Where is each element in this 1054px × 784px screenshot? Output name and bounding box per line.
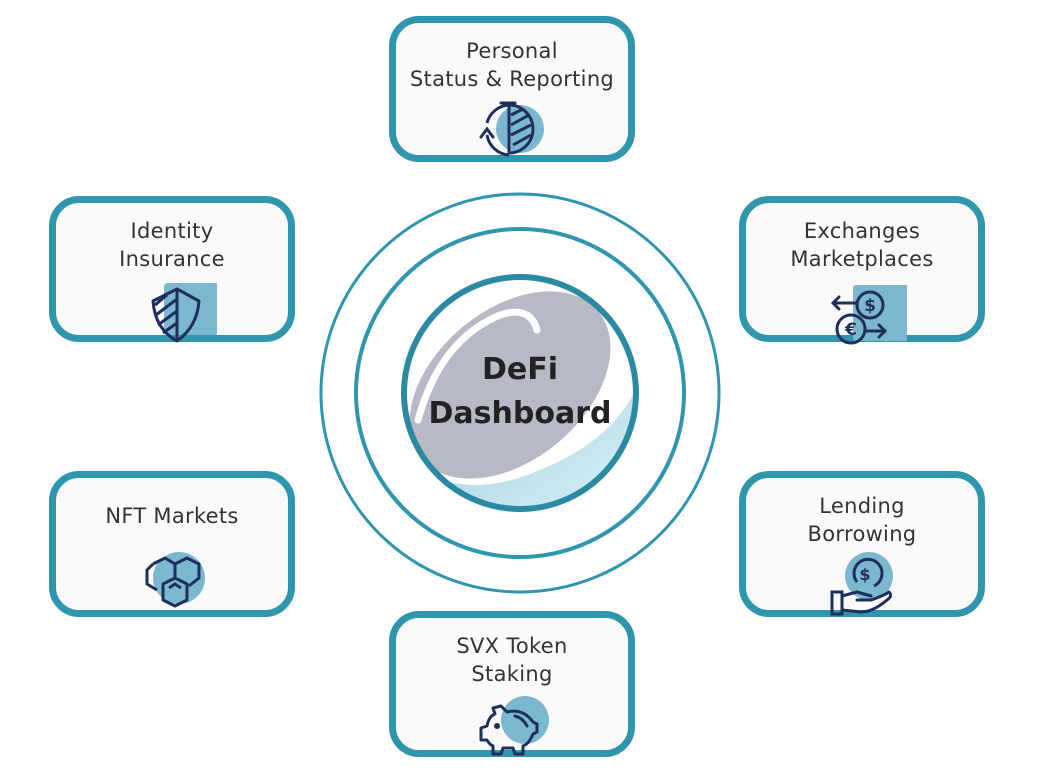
card-label: NFT Markets (105, 504, 239, 528)
card-personal-status[interactable]: Personal Status & Reporting (389, 16, 635, 162)
card-staking[interactable]: SVX Token Staking (389, 611, 635, 757)
outer-ring (319, 192, 721, 594)
piggy-bank-icon (479, 696, 549, 756)
card-exchanges[interactable]: Exchanges Marketplaces $ € (739, 196, 985, 345)
hub-title: DeFi Dashboard (428, 352, 612, 431)
card-label: Identity Insurance (119, 219, 225, 271)
svg-text:€: € (844, 320, 857, 340)
card-identity-insurance[interactable]: Identity Insurance (49, 196, 295, 343)
inner-ring (401, 274, 639, 512)
card-label: SVX Token Staking (456, 634, 568, 686)
hexagons-icon (145, 552, 205, 608)
svg-text:$: $ (859, 565, 870, 584)
hub-globe (404, 277, 636, 509)
hand-coin-icon: $ (830, 552, 893, 616)
currency-exchange-icon: $ € (830, 285, 907, 345)
card-label: Personal Status & Reporting (409, 39, 615, 91)
svg-text:$: $ (864, 296, 876, 316)
card-label: Exchanges Marketplaces (790, 219, 934, 271)
card-label: Lending Borrowing (807, 494, 917, 546)
middle-ring (354, 227, 686, 559)
pie-chart-refresh-icon (479, 101, 544, 157)
card-nft-markets[interactable]: NFT Markets (49, 471, 295, 617)
card-lending[interactable]: Lending Borrowing $ (739, 471, 985, 617)
shield-icon (151, 283, 217, 343)
